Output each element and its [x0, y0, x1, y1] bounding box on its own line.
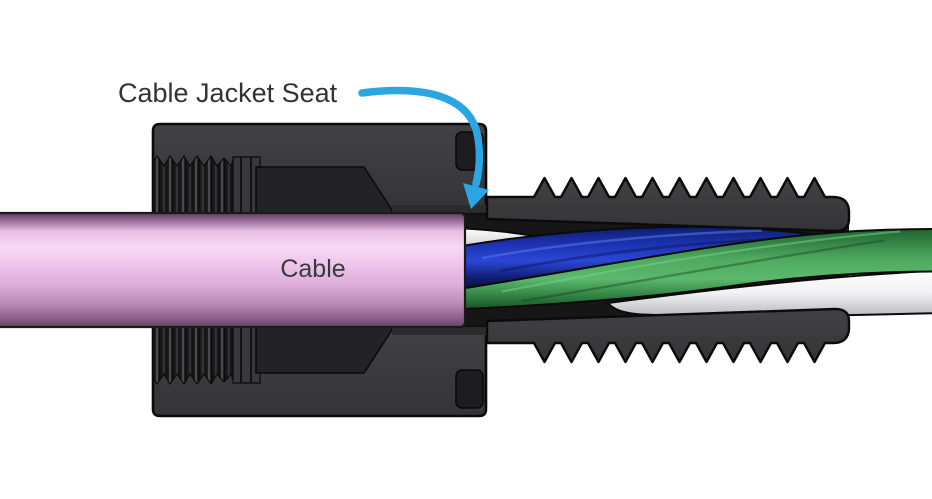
cable-jacket-seat-label: Cable Jacket Seat — [118, 78, 338, 108]
internal-threads-bottom — [152, 326, 234, 386]
wire-green-shadow-streak — [521, 239, 885, 303]
cable-label: Cable — [280, 255, 345, 283]
wire-white — [607, 269, 932, 318]
nozzle-top-wall — [485, 176, 851, 233]
conductor-wires — [464, 225, 932, 318]
cable-jacket-body — [0, 211, 467, 329]
jacket-seat-ledge-top — [392, 205, 486, 213]
wire-blue-highlight — [481, 229, 763, 260]
gland-body — [151, 122, 488, 418]
body-recess-bottom — [455, 369, 484, 409]
nozzle-bottom-wall — [485, 307, 851, 364]
curved-leader-arrow — [358, 86, 484, 188]
wire-green-highlight — [501, 230, 901, 293]
arrowhead-icon — [463, 183, 489, 209]
internal-threads-top — [152, 154, 234, 214]
wire-green — [464, 227, 932, 310]
threaded-nozzle — [485, 176, 851, 364]
jacket-seat-ledge-bottom — [392, 327, 486, 335]
cable-jacket: Cable — [0, 211, 467, 329]
callout-cable-jacket-seat: Cable Jacket Seat — [118, 78, 489, 209]
